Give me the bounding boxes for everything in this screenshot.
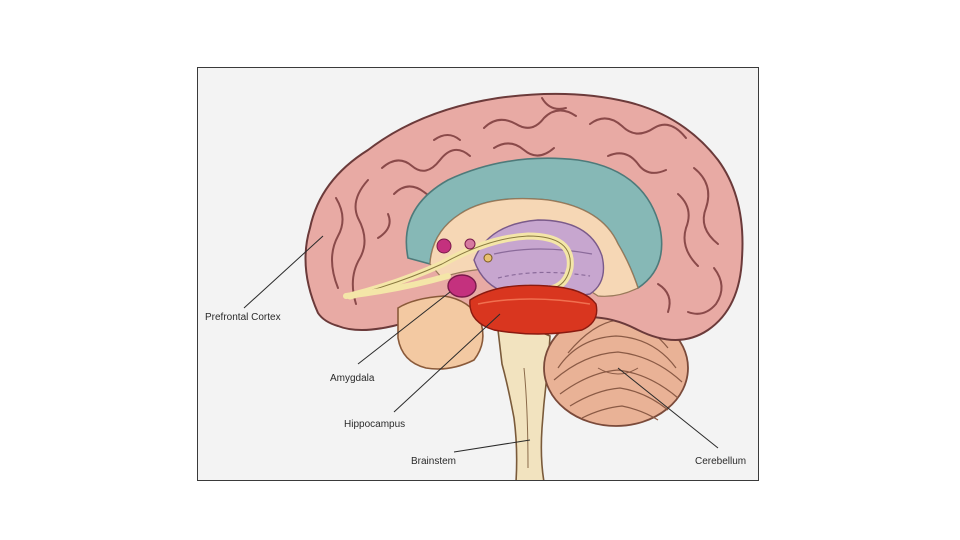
label-cerebellum: Cerebellum xyxy=(695,456,746,467)
brain-diagram: Prefrontal Cortex Amygdala Hippocampus B… xyxy=(198,68,759,481)
amygdala-shape xyxy=(448,275,476,297)
label-amygdala: Amygdala xyxy=(330,373,375,384)
nucleus-shape xyxy=(484,254,492,262)
nucleus-shape xyxy=(437,239,451,253)
hippocampus-shape xyxy=(470,285,597,334)
brainstem-shape xyxy=(498,329,550,481)
label-brainstem: Brainstem xyxy=(411,456,456,467)
diagram-frame: Prefrontal Cortex Amygdala Hippocampus B… xyxy=(197,67,759,481)
label-hippocampus: Hippocampus xyxy=(344,419,405,430)
nucleus-shape xyxy=(465,239,475,249)
label-prefrontal-cortex: Prefrontal Cortex xyxy=(205,312,281,323)
